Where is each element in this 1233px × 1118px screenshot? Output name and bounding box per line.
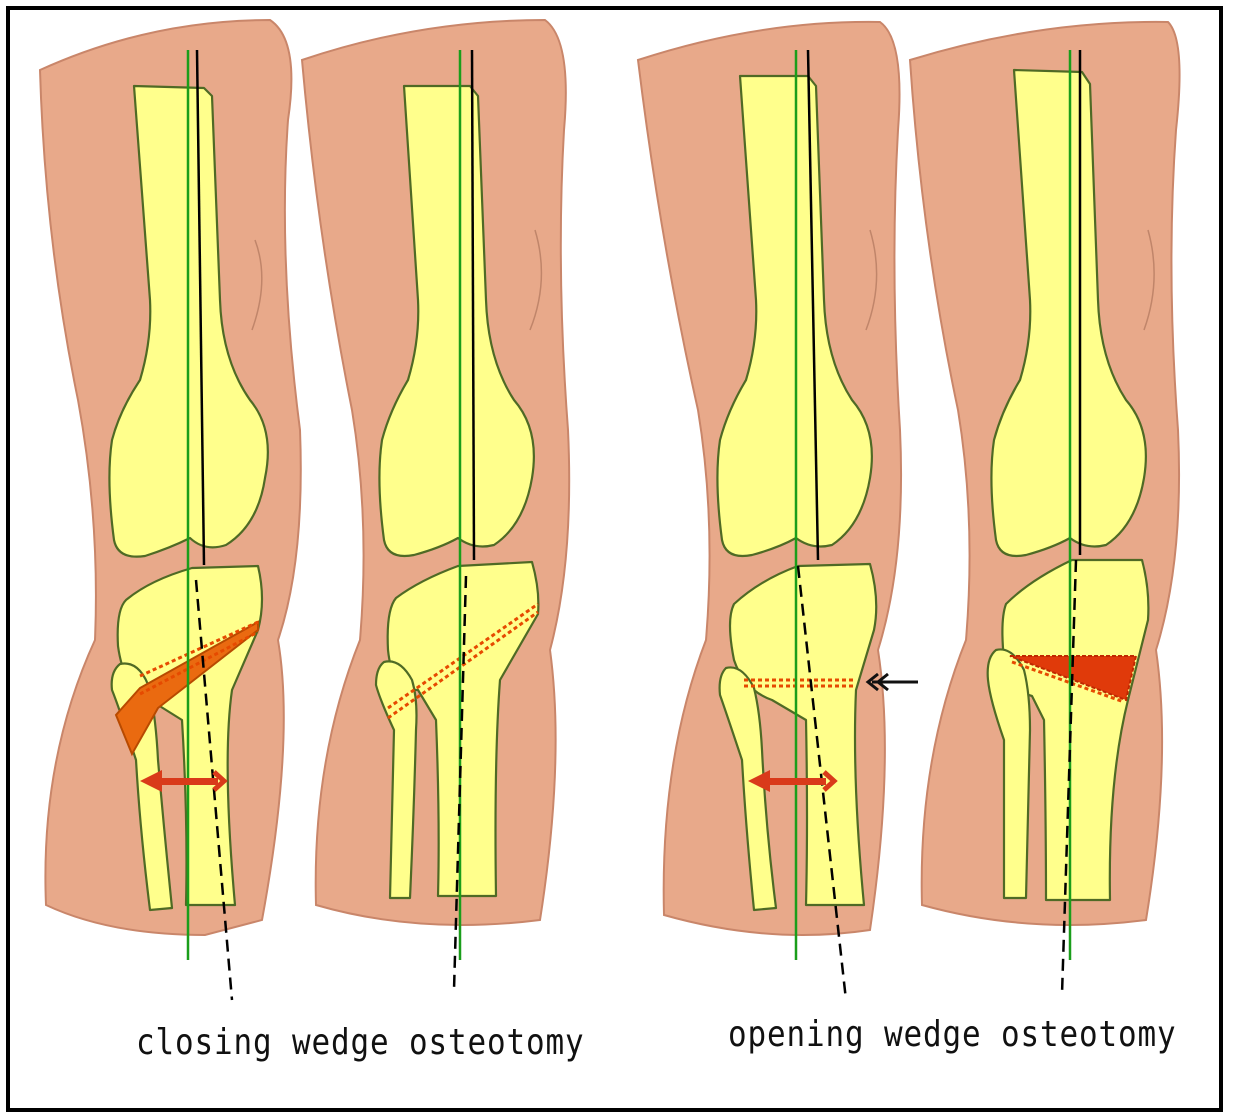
- knee-panel-opening-after: [910, 22, 1180, 994]
- knee-panel-closing-before: [40, 20, 301, 1000]
- black-arrow: [868, 674, 918, 690]
- knee-panel-closing-after: [302, 20, 569, 990]
- caption-closing-wedge: closing wedge osteotomy: [136, 1022, 584, 1063]
- caption-opening-wedge: opening wedge osteotomy: [728, 1014, 1176, 1055]
- knee-panel-opening-before: [638, 22, 918, 1000]
